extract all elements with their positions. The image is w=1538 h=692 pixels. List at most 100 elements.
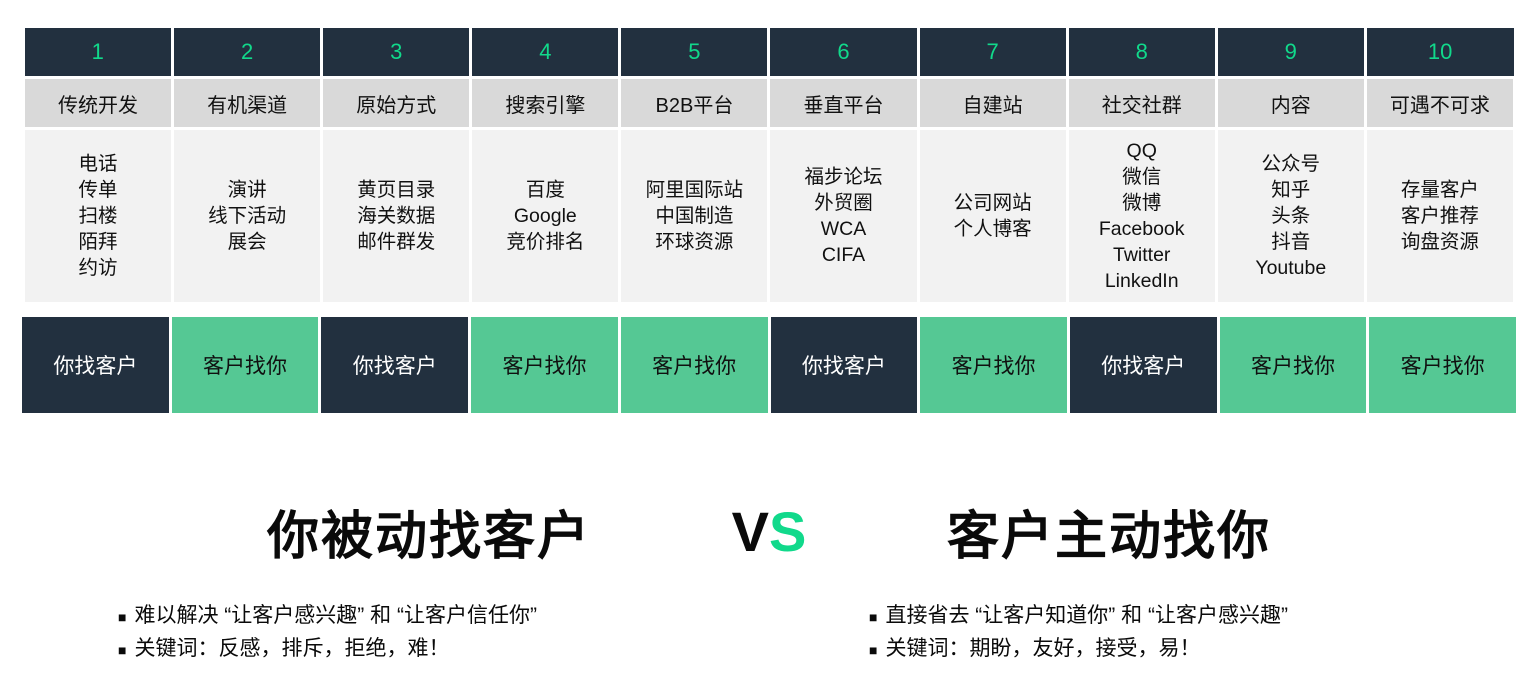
matrix-items-list: 存量客户客户推荐询盘资源 bbox=[1367, 175, 1513, 257]
matrix-item-line: 存量客户 bbox=[1400, 179, 1479, 201]
square-bullet-icon: ■ bbox=[118, 642, 127, 658]
versus-mark: VS bbox=[709, 499, 829, 564]
bullet-item: ■ 关键词：反感，排斥，拒绝，难！ bbox=[118, 633, 769, 666]
matrix-category-cell: B2B平台 bbox=[618, 76, 771, 130]
matrix-items-list: 黄页目录海关数据邮件群发 bbox=[323, 175, 469, 257]
direction-cell: 客户找你 bbox=[620, 317, 771, 413]
comparison-left-title: 你被动找客户 bbox=[266, 507, 591, 566]
matrix-item-line: 竞价排名 bbox=[506, 231, 585, 253]
matrix-item-line: 公众号 bbox=[1261, 153, 1321, 175]
matrix-item-line: 演讲 bbox=[227, 179, 267, 201]
direction-label: 客户找你 bbox=[1400, 355, 1485, 378]
matrix-number-cell: 6 bbox=[767, 26, 920, 79]
square-bullet-icon: ■ bbox=[869, 609, 878, 625]
matrix-items-cell: 百度 Google 竞价排名 bbox=[469, 127, 622, 305]
direction-cell: 你找客户 bbox=[22, 317, 172, 413]
bullet-text: 关键词：反感，排斥，拒绝，难！ bbox=[134, 637, 450, 660]
bullet-item: ■ 难以解决 “让客户感兴趣” 和 “让客户信任你” bbox=[118, 600, 769, 633]
matrix-item-line: 线下活动 bbox=[208, 205, 287, 227]
matrix-item-line: 知乎 bbox=[1271, 179, 1311, 201]
matrix-item-line: 微信 bbox=[1122, 166, 1162, 188]
versus-v: V bbox=[731, 499, 769, 563]
matrix-category-cell: 垂直平台 bbox=[767, 76, 920, 130]
direction-cell: 客户找你 bbox=[1219, 317, 1370, 413]
versus-s: S bbox=[769, 499, 807, 563]
matrix-item-line: 扫楼 bbox=[78, 205, 118, 227]
matrix-items-cell: 演讲线下活动展会 bbox=[171, 127, 324, 305]
matrix-number-cell: 10 bbox=[1363, 26, 1516, 79]
direction-label: 客户找你 bbox=[203, 355, 288, 378]
direction-cell: 你找客户 bbox=[770, 317, 921, 413]
direction-cell: 客户找你 bbox=[171, 317, 322, 413]
direction-label: 你找客户 bbox=[352, 355, 437, 378]
direction-label: 你找客户 bbox=[53, 355, 138, 378]
matrix-category-cell: 内容 bbox=[1214, 76, 1367, 130]
matrix-item-line: 头条 bbox=[1271, 205, 1311, 227]
matrix-item-line: Facebook bbox=[1098, 218, 1185, 240]
direction-label: 你找客户 bbox=[801, 355, 886, 378]
matrix-item-line: 公司网站 bbox=[953, 192, 1032, 214]
matrix-number-cell: 9 bbox=[1214, 26, 1367, 79]
matrix-category-cell: 有机渠道 bbox=[171, 76, 324, 130]
matrix-category-cell: 原始方式 bbox=[320, 76, 473, 130]
matrix-item-line: 客户推荐 bbox=[1400, 205, 1479, 227]
matrix-items-cell: 存量客户客户推荐询盘资源 bbox=[1363, 127, 1517, 305]
direction-label: 客户找你 bbox=[652, 355, 737, 378]
matrix-item-line: 海关数据 bbox=[357, 205, 436, 227]
matrix-category-row: 传统开发 有机渠道 原始方式 搜索引擎 B2B平台 垂直平台 自建站 社交社群 … bbox=[21, 76, 1517, 130]
matrix-item-line: 抖音 bbox=[1271, 231, 1311, 253]
matrix-item-line: 环球资源 bbox=[655, 231, 734, 253]
matrix-items-list: 电话传单扫楼陌拜约访 bbox=[25, 149, 171, 283]
direction-label: 你找客户 bbox=[1101, 355, 1186, 378]
comparison-right-title: 客户主动找你 bbox=[946, 507, 1271, 566]
direction-cell: 客户找你 bbox=[920, 317, 1070, 413]
matrix-items-list: 阿里国际站中国制造环球资源 bbox=[621, 175, 767, 257]
matrix-number-cell: 5 bbox=[618, 26, 771, 79]
matrix-items-list: 演讲线下活动展会 bbox=[174, 175, 320, 257]
direction-cell: 你找客户 bbox=[1069, 317, 1220, 413]
direction-label: 客户找你 bbox=[951, 355, 1036, 378]
matrix-item-line: 展会 bbox=[227, 231, 267, 253]
direction-cell: 客户找你 bbox=[471, 317, 621, 413]
matrix-category-cell: 搜索引擎 bbox=[469, 76, 622, 130]
matrix-item-line: Youtube bbox=[1255, 257, 1327, 279]
bullet-item: ■ 直接省去 “让客户知道你” 和 “让客户感兴趣” bbox=[869, 600, 1538, 633]
matrix-item-line: LinkedIn bbox=[1104, 270, 1179, 292]
direction-cell: 客户找你 bbox=[1369, 317, 1517, 413]
matrix-items-cell: 黄页目录海关数据邮件群发 bbox=[320, 127, 473, 305]
matrix-item-line: 约访 bbox=[78, 257, 118, 279]
matrix-items-cell: 公众号知乎头条抖音 Youtube bbox=[1214, 127, 1367, 305]
comparison-bullets: ■ 难以解决 “让客户感兴趣” 和 “让客户信任你” ■ 关键词：反感，排斥，拒… bbox=[0, 600, 1538, 666]
matrix-number-cell: 1 bbox=[22, 26, 175, 79]
matrix-number-cell: 3 bbox=[320, 26, 473, 79]
matrix-items-cell: 阿里国际站中国制造环球资源 bbox=[618, 127, 771, 305]
matrix-number-cell: 4 bbox=[469, 26, 622, 79]
bullet-text: 难以解决 “让客户感兴趣” 和 “让客户信任你” bbox=[134, 604, 537, 627]
bullet-text: 直接省去 “让客户知道你” 和 “让客户感兴趣” bbox=[885, 604, 1288, 627]
matrix-category-cell: 传统开发 bbox=[21, 76, 175, 130]
matrix-item-line: 传单 bbox=[78, 179, 118, 201]
matrix-item-line: 百度 bbox=[525, 179, 565, 201]
matrix-number-cell: 2 bbox=[171, 26, 324, 79]
matrix-item-line: 外贸圈 bbox=[814, 192, 873, 214]
matrix-category-cell: 社交社群 bbox=[1065, 76, 1218, 130]
matrix-item-line: Twitter bbox=[1112, 244, 1171, 266]
bullet-item: ■ 关键词：期盼，友好，接受，易！ bbox=[869, 633, 1538, 666]
matrix-items-list: 公司网站个人博客 bbox=[920, 188, 1066, 244]
matrix-items-list: 公众号知乎头条抖音 Youtube bbox=[1218, 149, 1364, 283]
matrix-item-line: Google bbox=[513, 205, 577, 227]
matrix-item-line: 邮件群发 bbox=[357, 231, 436, 253]
matrix-item-line: 询盘资源 bbox=[1400, 231, 1479, 253]
matrix-item-line: QQ bbox=[1126, 140, 1157, 162]
matrix-item-line: 中国制造 bbox=[655, 205, 734, 227]
comparison-left-bullets: ■ 难以解决 “让客户感兴趣” 和 “让客户信任你” ■ 关键词：反感，排斥，拒… bbox=[0, 600, 769, 666]
matrix-category-cell: 可遇不可求 bbox=[1363, 76, 1517, 130]
matrix-item-line: 个人博客 bbox=[953, 218, 1032, 240]
direction-cell: 你找客户 bbox=[321, 317, 472, 413]
matrix-item-line: 电话 bbox=[78, 153, 118, 175]
